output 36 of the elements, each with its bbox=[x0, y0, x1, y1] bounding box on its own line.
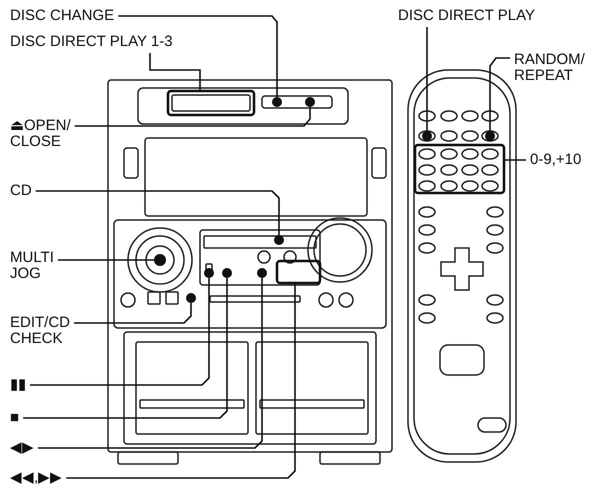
leader-line bbox=[149, 53, 201, 91]
leader-line bbox=[489, 57, 510, 131]
leader-line bbox=[504, 159, 526, 161]
callout-label: DISC DIRECT PLAY bbox=[398, 8, 535, 24]
button-group-outline bbox=[276, 260, 322, 284]
button bbox=[272, 97, 282, 107]
button bbox=[422, 131, 432, 141]
button bbox=[274, 235, 284, 245]
leader-line bbox=[426, 27, 428, 131]
callout-label: DISC CHANGE bbox=[10, 8, 114, 24]
leader-line bbox=[30, 278, 210, 386]
leader-line bbox=[38, 278, 263, 449]
callout-label: ▮▮ bbox=[10, 377, 26, 393]
callout-label: DISC DIRECT PLAY 1-3 bbox=[10, 34, 173, 50]
leader-line bbox=[23, 278, 228, 419]
keypad-outline bbox=[414, 144, 506, 194]
button bbox=[204, 268, 214, 278]
callout-label: ■ bbox=[10, 410, 20, 426]
callout-label: EDIT/CD CHECK bbox=[10, 315, 70, 347]
callout-label: CD bbox=[10, 183, 32, 199]
leader-line bbox=[74, 107, 311, 127]
leader-line bbox=[74, 303, 192, 324]
callout-label: ◀◀,▶▶ bbox=[10, 470, 62, 486]
button bbox=[222, 268, 232, 278]
button bbox=[257, 268, 267, 278]
leader-line bbox=[118, 15, 278, 97]
jog-knob bbox=[154, 254, 166, 266]
button-group-outline bbox=[166, 90, 256, 116]
callout-label: RANDOM/ REPEAT bbox=[514, 52, 585, 84]
callout-label: ◀▶ bbox=[10, 440, 34, 456]
callout-label: ⏏OPEN/ CLOSE bbox=[10, 118, 71, 150]
callout-label: MULTI JOG bbox=[10, 250, 54, 282]
button bbox=[485, 131, 495, 141]
button bbox=[186, 293, 196, 303]
callout-label: 0-9,+10 bbox=[530, 152, 582, 168]
button bbox=[305, 97, 315, 107]
